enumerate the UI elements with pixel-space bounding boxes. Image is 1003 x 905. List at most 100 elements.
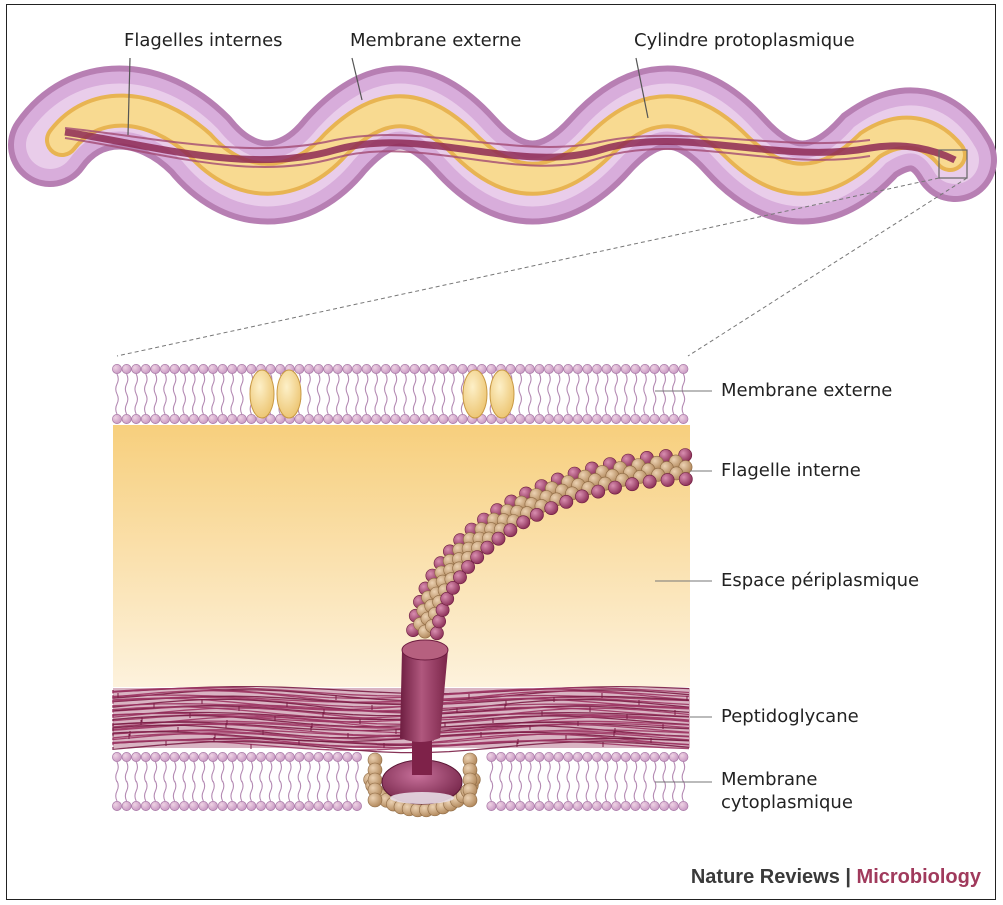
lipid-tail (260, 762, 263, 782)
lipid-tail (135, 374, 138, 394)
label-peptidoglycane: Peptidoglycane (721, 706, 859, 729)
lipid-head (228, 364, 237, 373)
lipid-head (151, 801, 160, 810)
lipid-head (631, 752, 640, 761)
lipid-head (208, 801, 217, 810)
lipid-tail (231, 762, 234, 782)
lipid-head (228, 414, 237, 423)
lipid-tail (653, 762, 656, 782)
lipid-head (112, 414, 121, 423)
filament-sheath-bead (481, 541, 494, 554)
lipid-tail (269, 781, 272, 801)
lipid-head (208, 752, 217, 761)
motor-disc-base (390, 792, 454, 804)
lipid-head (439, 364, 448, 373)
lipid-head (592, 364, 601, 373)
lipid-tail (423, 394, 426, 414)
lipid-tail (145, 394, 148, 414)
lipid-tail (308, 374, 311, 394)
porin (277, 370, 301, 418)
lipid-tail (173, 781, 176, 801)
lipid-head (151, 752, 160, 761)
lipid-head (343, 364, 352, 373)
lipid-head (660, 801, 669, 810)
lipid-head (583, 364, 592, 373)
credit-journal: Microbiology (857, 866, 981, 888)
lipid-tail (673, 781, 676, 801)
porin (490, 370, 514, 418)
lipid-tail (241, 374, 244, 394)
lipid-head (554, 364, 563, 373)
lipid-head (516, 364, 525, 373)
lipid-head (660, 364, 669, 373)
lipid-head (199, 364, 208, 373)
lipid-tail (173, 762, 176, 782)
outer-membrane-bilayer (112, 364, 688, 423)
lipid-tail (145, 374, 148, 394)
lipid-tail (404, 394, 407, 414)
lipid-head (218, 752, 227, 761)
lipid-tail (452, 374, 455, 394)
lipid-head (180, 801, 189, 810)
lipid-head (170, 801, 179, 810)
lipid-tail (548, 781, 551, 801)
lipid-tail (529, 374, 532, 394)
lipid-tail (557, 762, 560, 782)
lipid-head (564, 414, 573, 423)
lipid-tail (653, 781, 656, 801)
lipid-head (141, 801, 150, 810)
lipid-tail (596, 781, 599, 801)
lipid-tail (644, 781, 647, 801)
lipid-tail (125, 762, 128, 782)
lipid-head (247, 801, 256, 810)
lipid-tail (644, 762, 647, 782)
lipid-head (314, 801, 323, 810)
filament-sheath-bead (492, 532, 505, 545)
lipid-tail (404, 374, 407, 394)
lipid-tail (183, 394, 186, 414)
lipid-head (228, 752, 237, 761)
lipid-head (631, 414, 640, 423)
lipid-head (573, 414, 582, 423)
lipid-tail (634, 781, 637, 801)
lipid-tail (116, 762, 119, 782)
lipid-head (247, 414, 256, 423)
lipid-head (592, 801, 601, 810)
lipid-head (650, 364, 659, 373)
lipid-tail (289, 781, 292, 801)
lipid-tail (500, 781, 503, 801)
lipid-head (276, 801, 285, 810)
lipid-head (516, 414, 525, 423)
lipid-tail (615, 762, 618, 782)
lipid-head (199, 752, 208, 761)
lipid-head (602, 801, 611, 810)
lipid-tail (298, 762, 301, 782)
lipid-tail (548, 374, 551, 394)
filament-sheath-bead (471, 551, 484, 564)
filament-sheath-bead (575, 490, 588, 503)
lipid-head (343, 414, 352, 423)
lipid-tail (538, 394, 541, 414)
lipid-tail (413, 374, 416, 394)
lipid-head (112, 752, 121, 761)
lipid-tail (346, 394, 349, 414)
lipid-head (448, 414, 457, 423)
lipid-tail (500, 762, 503, 782)
lipid-tail (212, 394, 215, 414)
lipid-head (333, 414, 342, 423)
lipid-head (583, 414, 592, 423)
lipid-head (170, 364, 179, 373)
lipid-tail (212, 762, 215, 782)
lipid-tail (548, 394, 551, 414)
lipid-tail (193, 394, 196, 414)
lipid-tail (154, 762, 157, 782)
label-cylindre-protoplasmique: Cylindre protoplasmique (634, 30, 855, 53)
lipid-head (544, 364, 553, 373)
lipid-tail (317, 374, 320, 394)
lipid-head (602, 364, 611, 373)
label-membrane-externe: Membrane externe (721, 380, 892, 403)
lipid-tail (269, 762, 272, 782)
lipid-tail (365, 394, 368, 414)
label-membrane-cytoplasmique: Membrane cytoplasmique (721, 769, 853, 814)
lipid-tail (615, 394, 618, 414)
